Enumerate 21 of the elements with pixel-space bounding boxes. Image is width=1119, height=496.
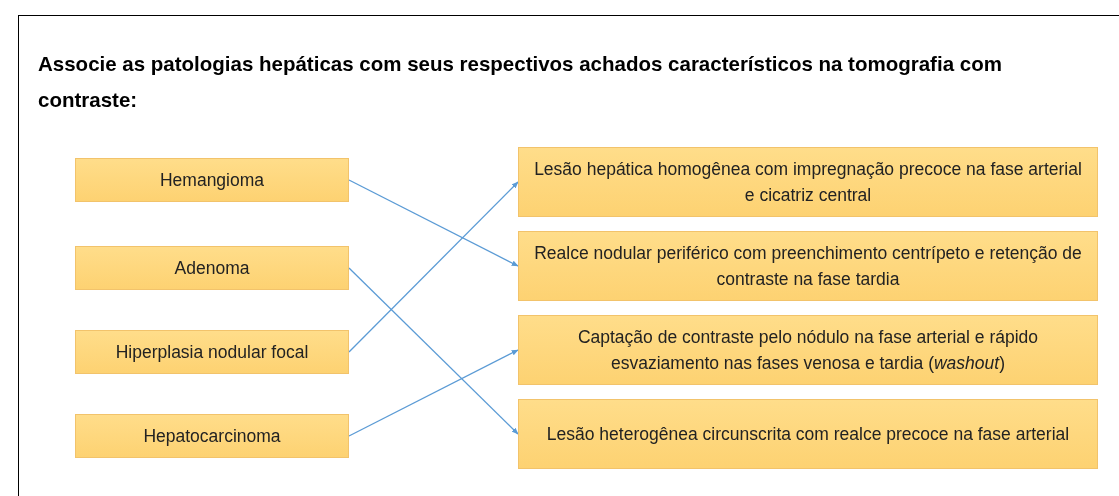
arrow (348, 179, 519, 267)
box-text: Lesão hepática homogênea com impregnação precoce na fase arterial e cicatriz central (533, 158, 1083, 207)
box-text: Captação de contraste pelo nódulo na fase arterial e rápido esvaziamento nas fases venosa e tardia (washout) (576, 326, 1040, 375)
arrow (348, 267, 519, 435)
text-box (518, 315, 1098, 385)
text-box (75, 158, 349, 202)
box-text: Hepatocarcinoma (142, 425, 282, 448)
arrow (348, 349, 519, 437)
box-text: Realce nodular periférico com preenchimento centrípeto e retenção de contraste na fase tardia (533, 242, 1083, 291)
text-box (518, 399, 1098, 469)
box-text: Adenoma (173, 257, 251, 280)
box-text: Hemangioma (158, 169, 266, 192)
text-box (518, 147, 1098, 217)
text-box (75, 330, 349, 374)
title: Associe as patologias hepáticas com seus respectivos achados característicos na tomografia com contraste: (38, 51, 1003, 113)
text-box (75, 414, 349, 458)
arrow (348, 181, 519, 353)
box-text: Hiperplasia nodular focal (114, 341, 310, 364)
text-box (518, 231, 1098, 301)
text-box (75, 246, 349, 290)
box-text: Lesão heterogênea circunscrita com realce precoce na fase arterial (545, 423, 1071, 446)
